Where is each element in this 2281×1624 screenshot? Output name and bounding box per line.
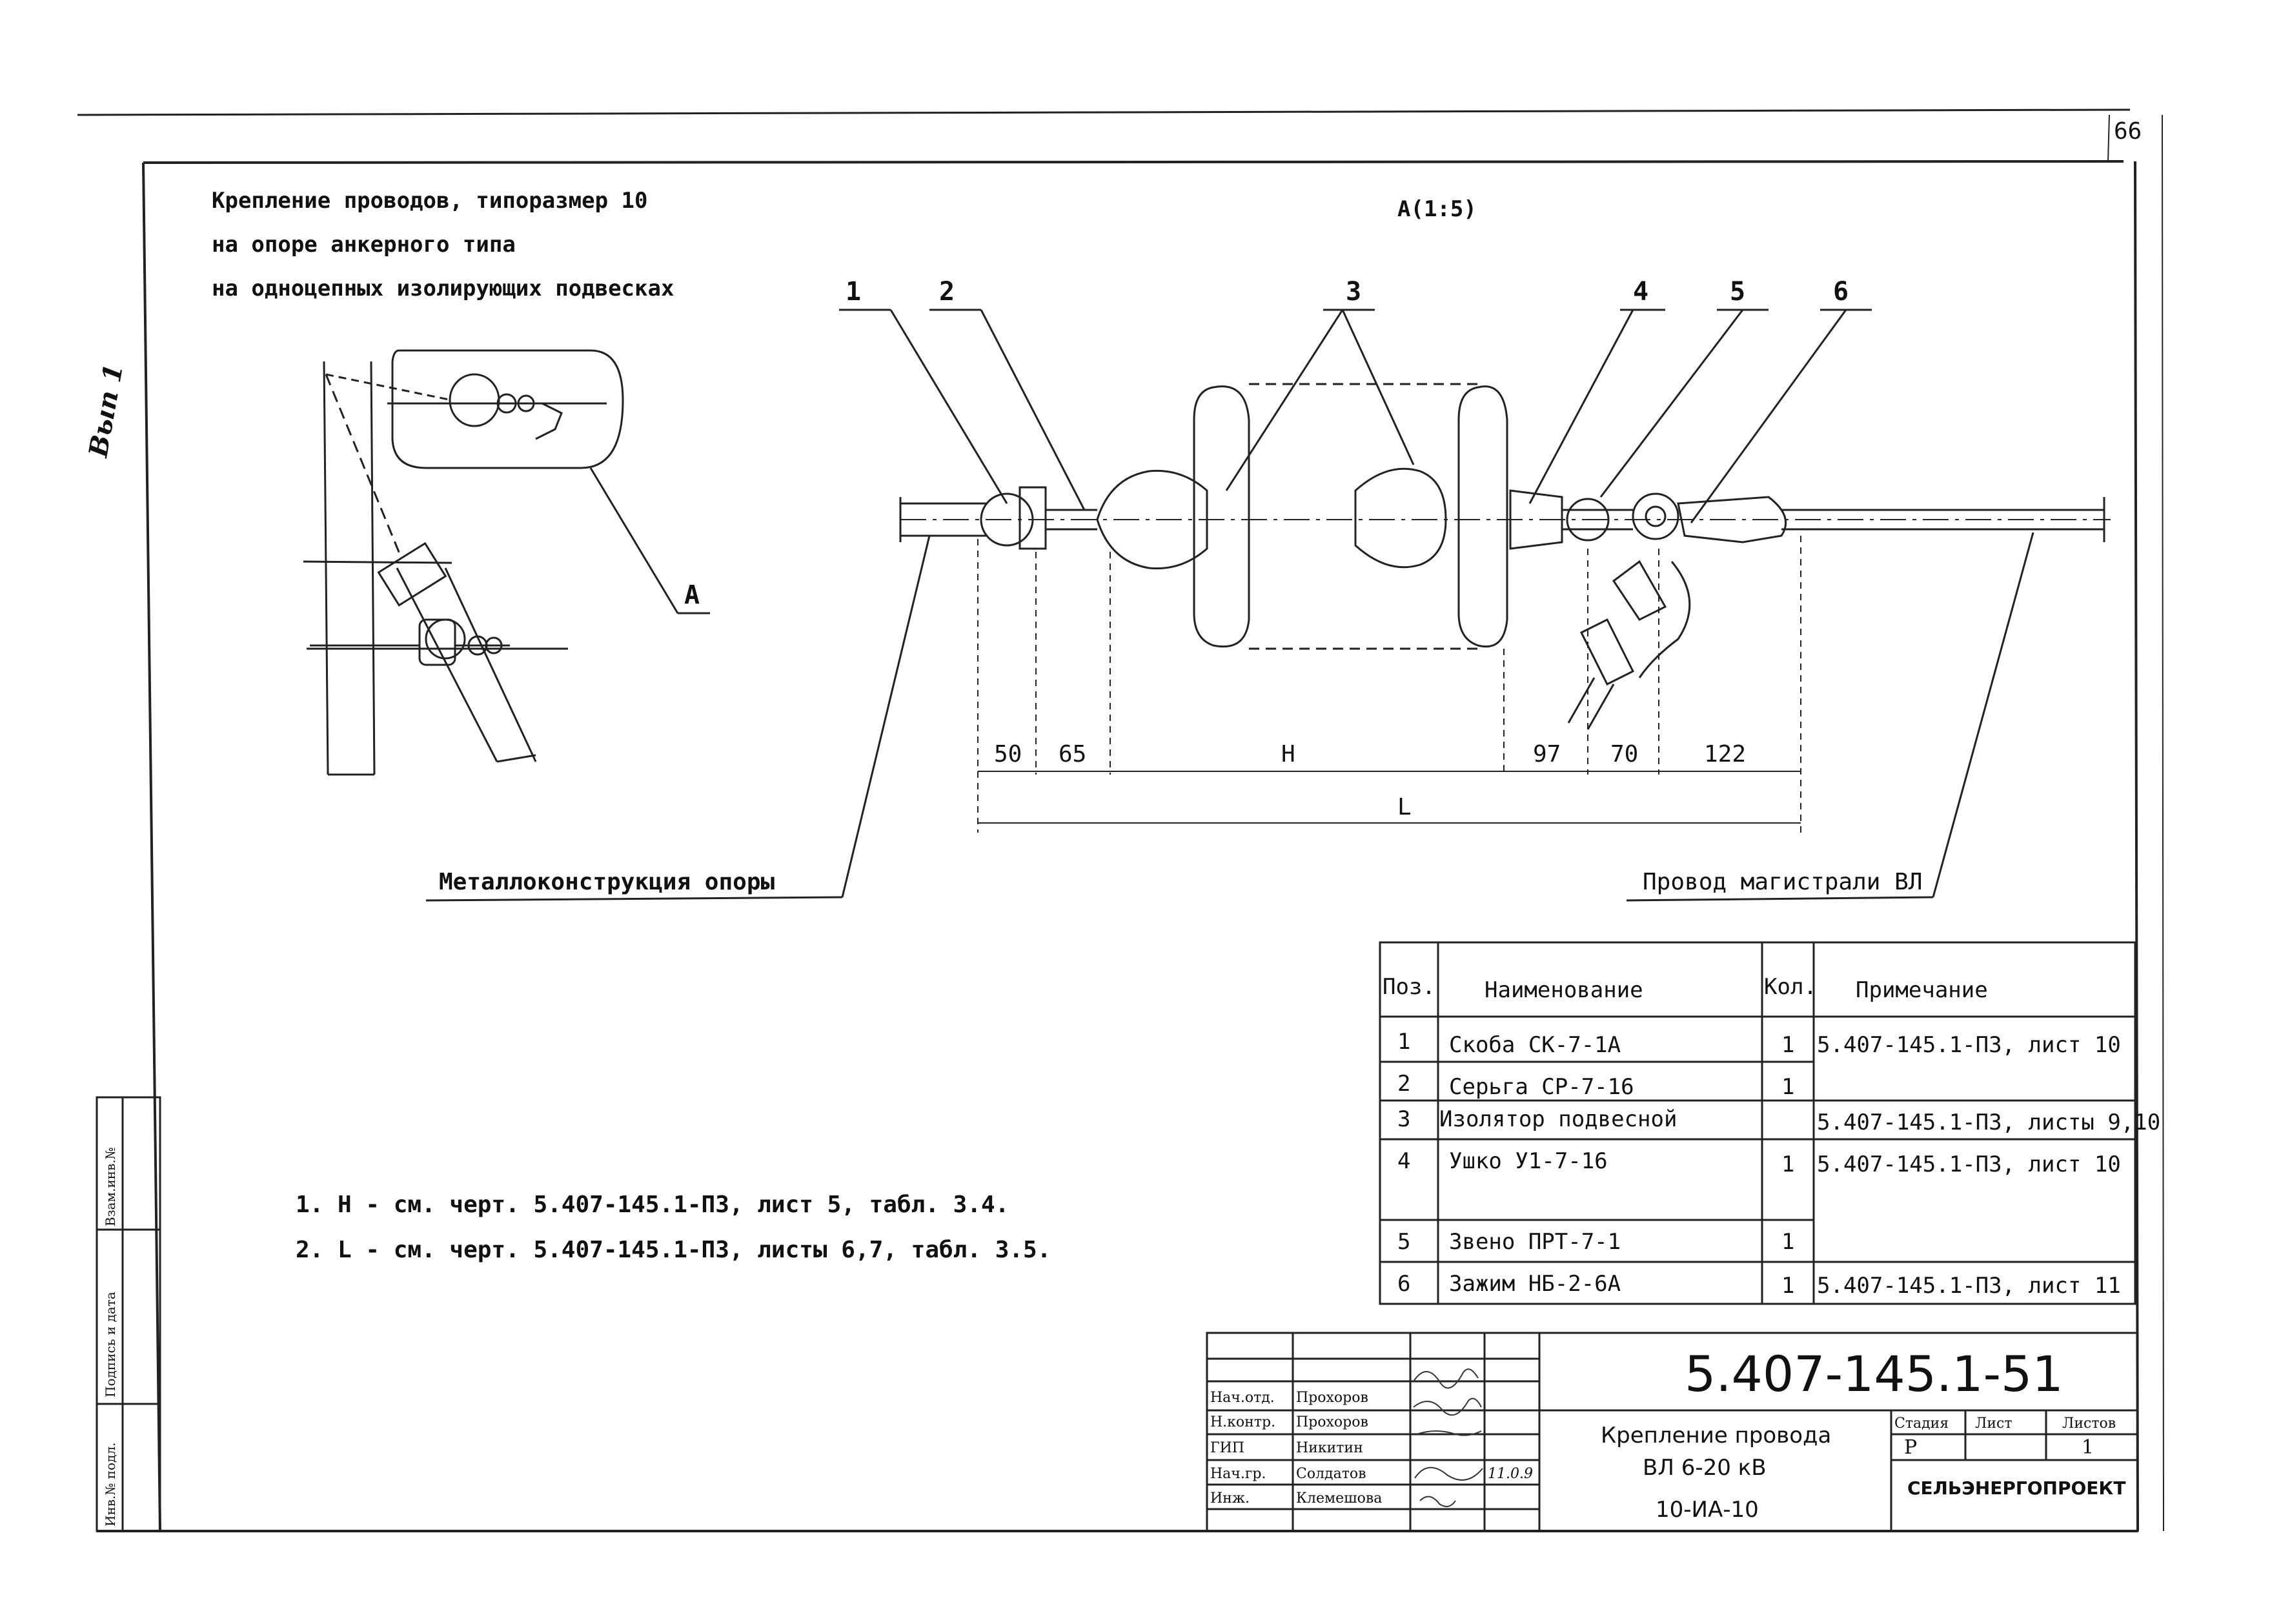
staff-name: Прохоров	[1296, 1390, 1368, 1406]
dim-65: 65	[1059, 741, 1086, 767]
spec-header-name: Наименование	[1485, 977, 1643, 1003]
doc-name-line-3: 10-ИА-10	[1656, 1497, 1759, 1523]
spec-qty: 1	[1781, 1229, 1794, 1255]
spec-pos: 6	[1397, 1271, 1410, 1297]
staff-role: Инж.	[1210, 1490, 1250, 1507]
callout-4: 4	[1633, 277, 1648, 307]
handwritten-mark: Вып 1	[83, 361, 129, 460]
staff-role: ГИП	[1210, 1440, 1244, 1456]
signature-scribbles	[1413, 1368, 1483, 1507]
callout-5: 5	[1730, 277, 1745, 307]
callout-1: 1	[846, 277, 861, 307]
callout-leaders	[425, 309, 2034, 902]
note-1: 1. H - см. черт. 5.407-145.1-ПЗ, лист 5,…	[296, 1192, 1009, 1218]
staff-role: Нач.гр.	[1210, 1466, 1266, 1482]
spec-note: 5.407-145.1-ПЗ, лист 10	[1817, 1032, 2121, 1058]
pole-sketch	[303, 349, 710, 776]
spec-name: Изолятор подвесной	[1439, 1106, 1677, 1132]
side-stamp-inventory: Инв.№ подл.	[103, 1443, 118, 1527]
spec-row-4: 4 Ушко У1-7-16 1 5.407-145.1-ПЗ, лист 10	[1397, 1148, 2121, 1177]
dimension-lines	[977, 536, 1801, 833]
note-2: 2. L - см. черт. 5.407-145.1-ПЗ, листы 6…	[296, 1237, 1051, 1263]
spec-name: Серьга СР-7-16	[1449, 1074, 1634, 1100]
staff-row-2: Н.контр. Прохоров	[1210, 1414, 1368, 1430]
staff-name: Никитин	[1296, 1440, 1363, 1456]
dim-l: L	[1397, 794, 1412, 820]
spec-header-pos: Поз.	[1383, 974, 1435, 1000]
title-line-3: на одноцепных изолирующих подвесках	[212, 276, 674, 301]
spec-name: Звено ПРТ-7-1	[1449, 1229, 1621, 1255]
spec-note: 5.407-145.1-ПЗ, лист 11	[1817, 1273, 2121, 1299]
label-structure: Металлоконструкция опоры	[439, 869, 775, 895]
dim-50: 50	[994, 741, 1022, 767]
callout-2: 2	[939, 277, 955, 307]
dim-h: H	[1281, 741, 1295, 767]
sheet-frame	[77, 108, 2164, 1532]
side-stamp-replace: Взам.инв.№	[103, 1147, 118, 1226]
spec-pos: 5	[1397, 1229, 1410, 1255]
spec-header-note: Примечание	[1856, 977, 1988, 1003]
staff-role: Нач.отд.	[1210, 1390, 1275, 1406]
spec-row-5: 5 Звено ПРТ-7-1 1	[1397, 1229, 1794, 1255]
title-line-2: на опоре анкерного типа	[212, 232, 516, 258]
staff-role: Н.контр.	[1210, 1414, 1275, 1430]
view-marker: А	[684, 580, 700, 610]
title-line-1: Крепление проводов, типоразмер 10	[212, 188, 648, 214]
spec-table-grid	[1379, 941, 2136, 1305]
spec-row-6: 6 Зажим НБ-2-6А 1 5.407-145.1-ПЗ, лист 1…	[1397, 1271, 2121, 1299]
spec-pos: 1	[1397, 1029, 1410, 1055]
staff-row-3: ГИП Никитин	[1210, 1440, 1363, 1456]
staff-row-5: Инж. Клемешова	[1210, 1490, 1382, 1507]
staff-row-4: Нач.гр. Солдатов 11.0.9	[1210, 1466, 1533, 1482]
spec-note: 5.407-145.1-ПЗ, лист 10	[1817, 1152, 2121, 1177]
spec-name: Ушко У1-7-16	[1449, 1148, 1608, 1174]
staff-name: Солдатов	[1296, 1466, 1366, 1482]
doc-code: 5.407-145.1-51	[1685, 1345, 2063, 1403]
spec-qty: 1	[1781, 1032, 1794, 1058]
spec-pos: 2	[1397, 1071, 1410, 1097]
assembly-view	[899, 383, 2111, 730]
staff-row-1: Нач.отд. Прохоров	[1210, 1390, 1368, 1406]
dim-122: 122	[1704, 741, 1746, 767]
label-wire: Провод магистрали ВЛ	[1643, 869, 1922, 895]
spec-name: Скоба СК-7-1А	[1449, 1032, 1621, 1058]
stage-header: Стадия	[1894, 1416, 1949, 1432]
spec-row-2: 2 Серьга СР-7-16 1	[1397, 1071, 1794, 1100]
callout-6: 6	[1833, 277, 1849, 307]
spec-row-1: 1 Скоба СК-7-1А 1 5.407-145.1-ПЗ, лист 1…	[1397, 1029, 2121, 1058]
title-block-grid	[1206, 1332, 2139, 1532]
sheet-header: Лист	[1975, 1416, 2012, 1432]
spec-pos: 4	[1397, 1148, 1410, 1174]
side-stamp-grid	[96, 1096, 161, 1532]
side-stamp-signature: Подпись и дата	[103, 1292, 118, 1397]
spec-note: 5.407-145.1-ПЗ, листы 9,10	[1817, 1110, 2160, 1135]
spec-header-qty: Кол.	[1764, 974, 1817, 1000]
dim-97: 97	[1533, 741, 1561, 767]
staff-name: Клемешова	[1296, 1490, 1382, 1507]
stage-value: Р	[1904, 1436, 1917, 1459]
sheets-header: Листов	[2062, 1416, 2116, 1432]
staff-date: 11.0.9	[1488, 1466, 1533, 1482]
doc-name-line-1: Крепление провода	[1601, 1423, 1831, 1448]
spec-qty: 1	[1781, 1152, 1794, 1177]
sheet-number: 66	[2114, 118, 2142, 145]
view-label: А(1:5)	[1397, 196, 1477, 222]
callout-3: 3	[1346, 277, 1361, 307]
spec-name: Зажим НБ-2-6А	[1449, 1271, 1621, 1297]
doc-name-line-2: ВЛ 6-20 кВ	[1643, 1455, 1767, 1481]
spec-row-3: 3 Изолятор подвесной 5.407-145.1-ПЗ, лис…	[1397, 1106, 2160, 1135]
dim-70: 70	[1610, 741, 1638, 767]
spec-pos: 3	[1397, 1106, 1410, 1132]
sheets-value: 1	[2082, 1436, 2094, 1459]
organization: СЕЛЬЭНЕРГОПРОЕКТ	[1907, 1477, 2125, 1499]
staff-name: Прохоров	[1296, 1414, 1368, 1430]
spec-qty: 1	[1781, 1074, 1794, 1100]
spec-qty: 1	[1781, 1273, 1794, 1299]
